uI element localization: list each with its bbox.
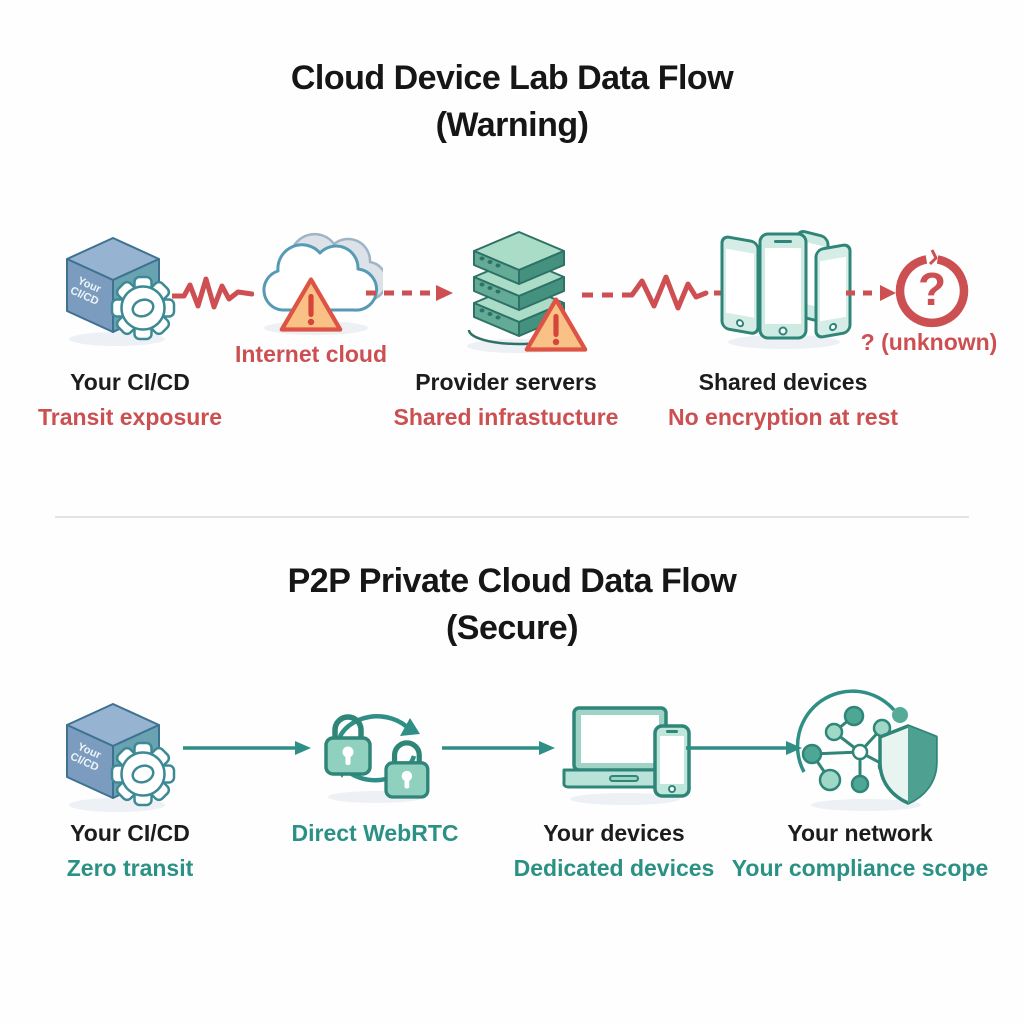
padlock-icon — [324, 714, 372, 776]
network-shield-icon — [795, 689, 938, 811]
top-title-line2: (Warning) — [435, 106, 589, 144]
solid-arrow-icon — [686, 741, 802, 755]
your-cicd-label: Your CI/CD — [70, 820, 190, 846]
unknown-question-icon: ? — [895, 249, 969, 328]
gear-icon — [110, 275, 176, 341]
warning-triangle-icon — [524, 297, 588, 352]
bottom-section-title: P2P Private Cloud Data Flow (Secure) — [0, 558, 1024, 652]
phone-icon — [653, 724, 691, 798]
webrtc-locks-icon — [324, 714, 430, 803]
top-title-line1: Cloud Device Lab Data Flow — [290, 59, 734, 97]
shared-devices-icon — [720, 229, 852, 349]
direct-webrtc-label: Direct WebRTC — [291, 820, 459, 846]
shield-icon — [878, 724, 938, 805]
shared-devices-label: Shared devices — [698, 369, 868, 395]
dashed-arrow-icon — [846, 285, 896, 301]
cicd-cube-icon: Your CI/CD — [66, 703, 176, 812]
provider-servers-label: Provider servers — [415, 369, 597, 395]
question-mark-glyph: ? — [918, 263, 946, 315]
solid-arrow-icon — [442, 741, 555, 755]
dedicated-devices-label: Dedicated devices — [513, 855, 715, 881]
your-devices-icon — [562, 706, 691, 805]
your-network-label: Your network — [787, 820, 933, 846]
top-section-title: Cloud Device Lab Data Flow (Warning) — [0, 55, 1024, 149]
internet-cloud-label: Internet cloud — [234, 341, 388, 367]
bottom-title-line2: (Secure) — [445, 609, 579, 647]
compliance-scope-label: Your compliance scope — [731, 855, 989, 881]
shared-infrastructure-label: Shared infrastucture — [393, 404, 619, 430]
zero-transit-label: Zero transit — [66, 855, 194, 881]
your-devices-label: Your devices — [543, 820, 685, 846]
bottom-title-line1: P2P Private Cloud Data Flow — [287, 562, 737, 600]
your-cicd-label: Your CI/CD — [70, 369, 190, 395]
cicd-cube-icon: Your CI/CD — [66, 237, 176, 346]
gear-icon — [110, 741, 176, 807]
warning-triangle-icon — [279, 277, 343, 332]
no-encryption-label: No encryption at rest — [667, 404, 899, 430]
padlock-icon — [384, 740, 430, 799]
section-divider — [55, 516, 969, 518]
zigzag-connector-icon — [172, 276, 254, 310]
unknown-label: ? (unknown) — [860, 329, 998, 355]
transit-exposure-label: Transit exposure — [37, 404, 223, 430]
dashed-arrow-icon — [366, 285, 453, 301]
solid-arrow-icon — [183, 741, 311, 755]
